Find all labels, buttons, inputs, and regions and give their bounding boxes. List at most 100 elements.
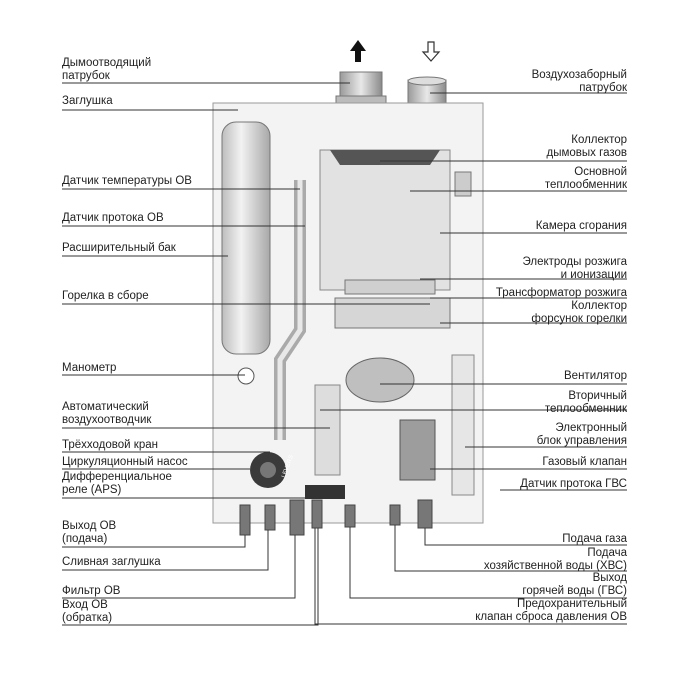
secondary-heat-exchanger bbox=[314, 384, 341, 476]
callout-label-line: форсунок горелки bbox=[531, 312, 627, 325]
callout-label-line: Предохранительный bbox=[517, 598, 627, 610]
callout-label-line: блок управления bbox=[536, 434, 627, 447]
callout-label-line: Расширительный бак bbox=[62, 242, 176, 254]
callout-label-line: Электроды розжига bbox=[522, 256, 627, 268]
expansion-tank bbox=[221, 121, 271, 355]
callout-label-line: клапан сброса давления ОВ bbox=[475, 610, 627, 623]
callout-label-line: Циркуляционный насос bbox=[62, 456, 188, 468]
callout-label-line: Вторичный bbox=[568, 390, 627, 402]
burner-assembly bbox=[334, 297, 451, 329]
callout-label-line: дымовых газов bbox=[546, 146, 627, 159]
callout-label-line: Трансформатор розжига bbox=[495, 287, 627, 299]
callout-label-line: Датчик протока ОВ bbox=[62, 212, 164, 224]
callout-label-line: Основной bbox=[574, 166, 627, 178]
callout-label: Камера сгорания bbox=[536, 220, 627, 233]
callout-label: Датчик протока ОВ bbox=[62, 212, 164, 225]
callout-label-line: Дымоотводящий bbox=[62, 57, 152, 69]
callout-label-line: Фильтр ОВ bbox=[62, 585, 121, 597]
air-intake-pipe bbox=[407, 76, 447, 105]
fan bbox=[345, 357, 415, 403]
callout-label-line: Трёхходовой кран bbox=[62, 439, 158, 451]
callout-label-line: патрубок bbox=[62, 69, 110, 82]
leader-line bbox=[424, 528, 627, 546]
callout-label-line: (обратка) bbox=[62, 611, 113, 624]
callout-label-line: горячей воды (ГВС) bbox=[522, 584, 627, 597]
callout-label-line: Камера сгорания bbox=[535, 220, 627, 232]
callout-label-line: Заглушка bbox=[62, 95, 113, 107]
callout-label-line: Подача газа bbox=[562, 533, 627, 545]
callout-label: Газовый клапан bbox=[542, 456, 627, 469]
leader-line bbox=[314, 528, 627, 625]
callout-label: Сливная заглушка bbox=[62, 556, 161, 569]
callout-label: Циркуляционный насос bbox=[62, 456, 188, 469]
callout-label-line: Выход ОВ bbox=[62, 520, 117, 532]
callout-label-line: теплообменник bbox=[544, 178, 627, 191]
leader-line bbox=[394, 525, 627, 572]
callout-label-line: теплообменник bbox=[544, 402, 627, 415]
callout-label-line: Коллектор bbox=[571, 300, 627, 312]
leader-line bbox=[62, 528, 319, 626]
gas-valve bbox=[399, 419, 436, 481]
callout-label-line: Электронный bbox=[555, 422, 627, 434]
callout-label: Подача газа bbox=[562, 533, 627, 546]
callout-label: Трансформатор розжига bbox=[496, 287, 627, 300]
intake-arrow-down-icon bbox=[421, 41, 441, 62]
leader-line bbox=[349, 527, 627, 599]
callout-label: Горелка в сборе bbox=[62, 290, 149, 303]
callout-label-line: воздухоотводчик bbox=[62, 413, 152, 426]
callout-label-line: (подача) bbox=[62, 532, 108, 545]
electrodes bbox=[344, 279, 436, 295]
leader-line bbox=[62, 535, 246, 548]
callout-label-line: Манометр bbox=[62, 362, 117, 374]
callout-label-line: Воздухозаборный bbox=[531, 69, 627, 81]
manometer bbox=[237, 367, 255, 385]
callout-label-line: Газовый клапан bbox=[542, 456, 627, 468]
callout-label: Вход ОВ(обратка) bbox=[62, 599, 112, 624]
exhaust-arrow-up-icon bbox=[350, 40, 366, 62]
callout-label: Трёхходовой кран bbox=[62, 439, 158, 452]
callout-label-line: Автоматический bbox=[62, 401, 149, 413]
flue-gas-collector bbox=[330, 150, 440, 165]
callout-label-line: хозяйственной воды (ХВС) bbox=[483, 559, 627, 572]
callout-label-line: Коллектор bbox=[571, 134, 627, 146]
callout-label: Выход ОВ(подача) bbox=[62, 520, 116, 545]
callout-label-line: Выход bbox=[592, 572, 627, 584]
callout-label-line: Сливная заглушка bbox=[62, 556, 161, 568]
callout-label-line: Подача bbox=[587, 547, 627, 559]
callout-label-line: Датчик протока ГВС bbox=[520, 478, 627, 490]
callout-label-line: реле (APS) bbox=[62, 483, 122, 496]
control-board bbox=[451, 354, 475, 496]
leader-line bbox=[62, 535, 296, 599]
aps-relay bbox=[305, 485, 345, 499]
callout-label-line: патрубок bbox=[579, 81, 627, 94]
callout-label: Вентилятор bbox=[564, 370, 627, 383]
callout-label: Манометр bbox=[62, 362, 116, 375]
callout-label-line: Дифференциальное bbox=[62, 471, 172, 483]
bottom-connections bbox=[239, 499, 433, 536]
callout-label: Датчик протока ГВС bbox=[520, 478, 627, 491]
callout-label-line: Вход ОВ bbox=[62, 599, 108, 611]
callout-label: Фильтр ОВ bbox=[62, 585, 120, 598]
leader-line bbox=[62, 530, 269, 571]
callout-label-line: Вентилятор bbox=[564, 370, 627, 382]
callout-label: Расширительный бак bbox=[62, 242, 176, 255]
callout-label: Заглушка bbox=[62, 95, 113, 108]
callout-label-line: Горелка в сборе bbox=[62, 290, 149, 302]
callout-label-line: и ионизации bbox=[560, 268, 627, 281]
callout-label-line: Датчик температуры ОВ bbox=[62, 175, 192, 187]
callout-label: Датчик температуры ОВ bbox=[62, 175, 192, 188]
